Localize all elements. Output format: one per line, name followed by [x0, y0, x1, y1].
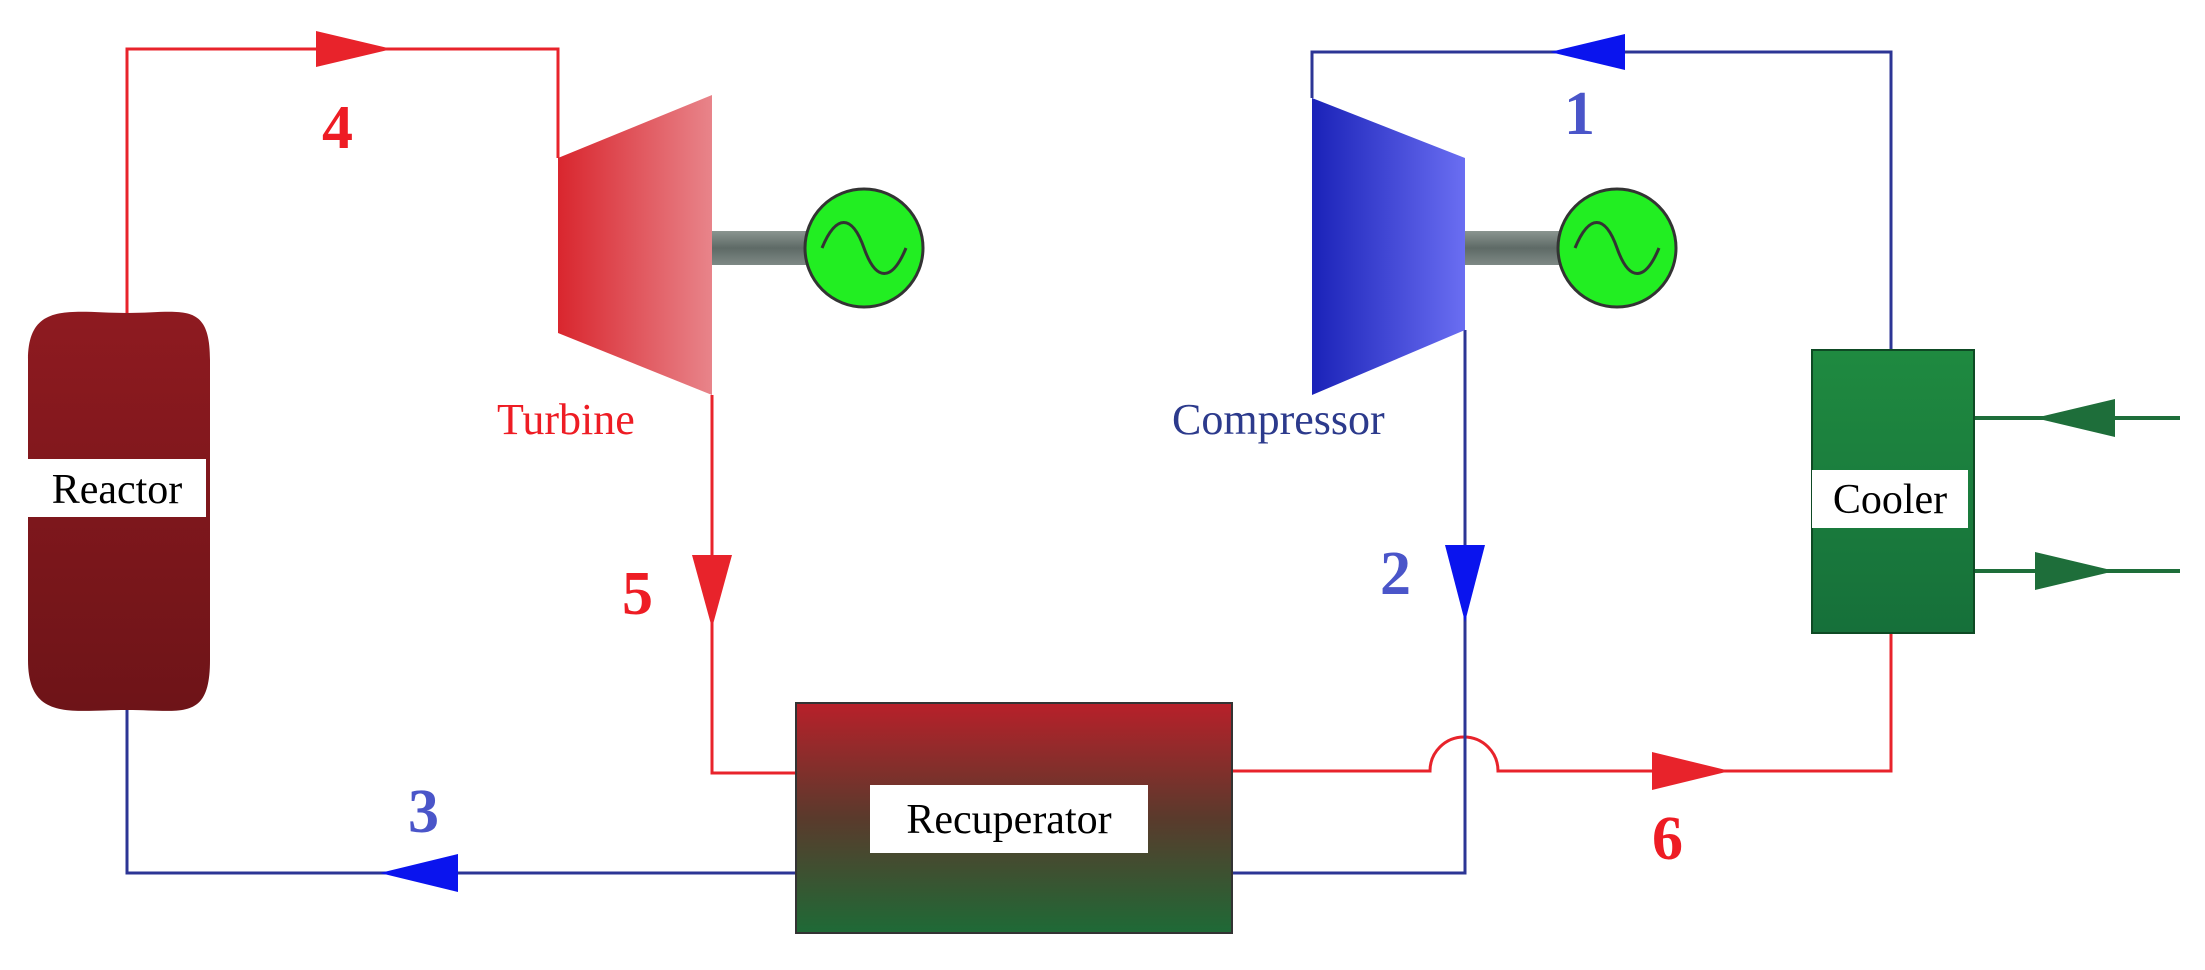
cooler-label: Cooler: [1833, 477, 1947, 523]
turbine-label: Turbine: [497, 395, 635, 444]
reactor: Reactor: [28, 311, 210, 711]
flow-arrow-icon: [2035, 552, 2115, 590]
recuperator-label: Recuperator: [906, 797, 1111, 843]
cooler: Cooler: [1811, 349, 1975, 634]
flow-arrow-icon: [1445, 545, 1485, 622]
flow-arrow-icon: [1550, 34, 1625, 70]
pipe-recuperator-to-cooler: [1232, 633, 1893, 773]
cooler-label-bg: [1812, 470, 1968, 528]
state-1-label: 1: [1564, 80, 1595, 148]
state-6-label: 6: [1652, 805, 1683, 873]
pipe-reactor-to-turbine: [125, 47, 560, 313]
reactor-label: Reactor: [52, 467, 183, 513]
flow-arrow-icon: [2035, 399, 2115, 437]
compressor-shaft: [1465, 231, 1561, 265]
turbine: [558, 95, 925, 395]
pipe-turbine-to-recuperator: [710, 395, 796, 775]
flow-arrow-icon: [1652, 752, 1730, 790]
generator-icon: [803, 187, 925, 309]
flow-arrow-icon: [316, 31, 392, 67]
pipe-compressor-to-recuperator: [1232, 330, 1467, 875]
flow-arrow-icon: [380, 854, 458, 892]
compressor: [1312, 98, 1678, 395]
flow-arrow-icon: [692, 555, 732, 628]
recuperator-label-bg: [870, 785, 1148, 853]
pipe-recuperator-to-reactor: [125, 710, 796, 875]
turbine-shaft: [712, 231, 808, 265]
generator-icon: [1556, 187, 1678, 309]
reactor-label-bg: [28, 459, 206, 517]
compressor-label: Compressor: [1172, 395, 1385, 444]
recuperator: Recuperator: [795, 702, 1233, 934]
state-5-label: 5: [622, 560, 653, 628]
state-2-label: 2: [1380, 540, 1411, 608]
state-3-label: 3: [408, 778, 439, 846]
state-4-label: 4: [322, 94, 353, 162]
